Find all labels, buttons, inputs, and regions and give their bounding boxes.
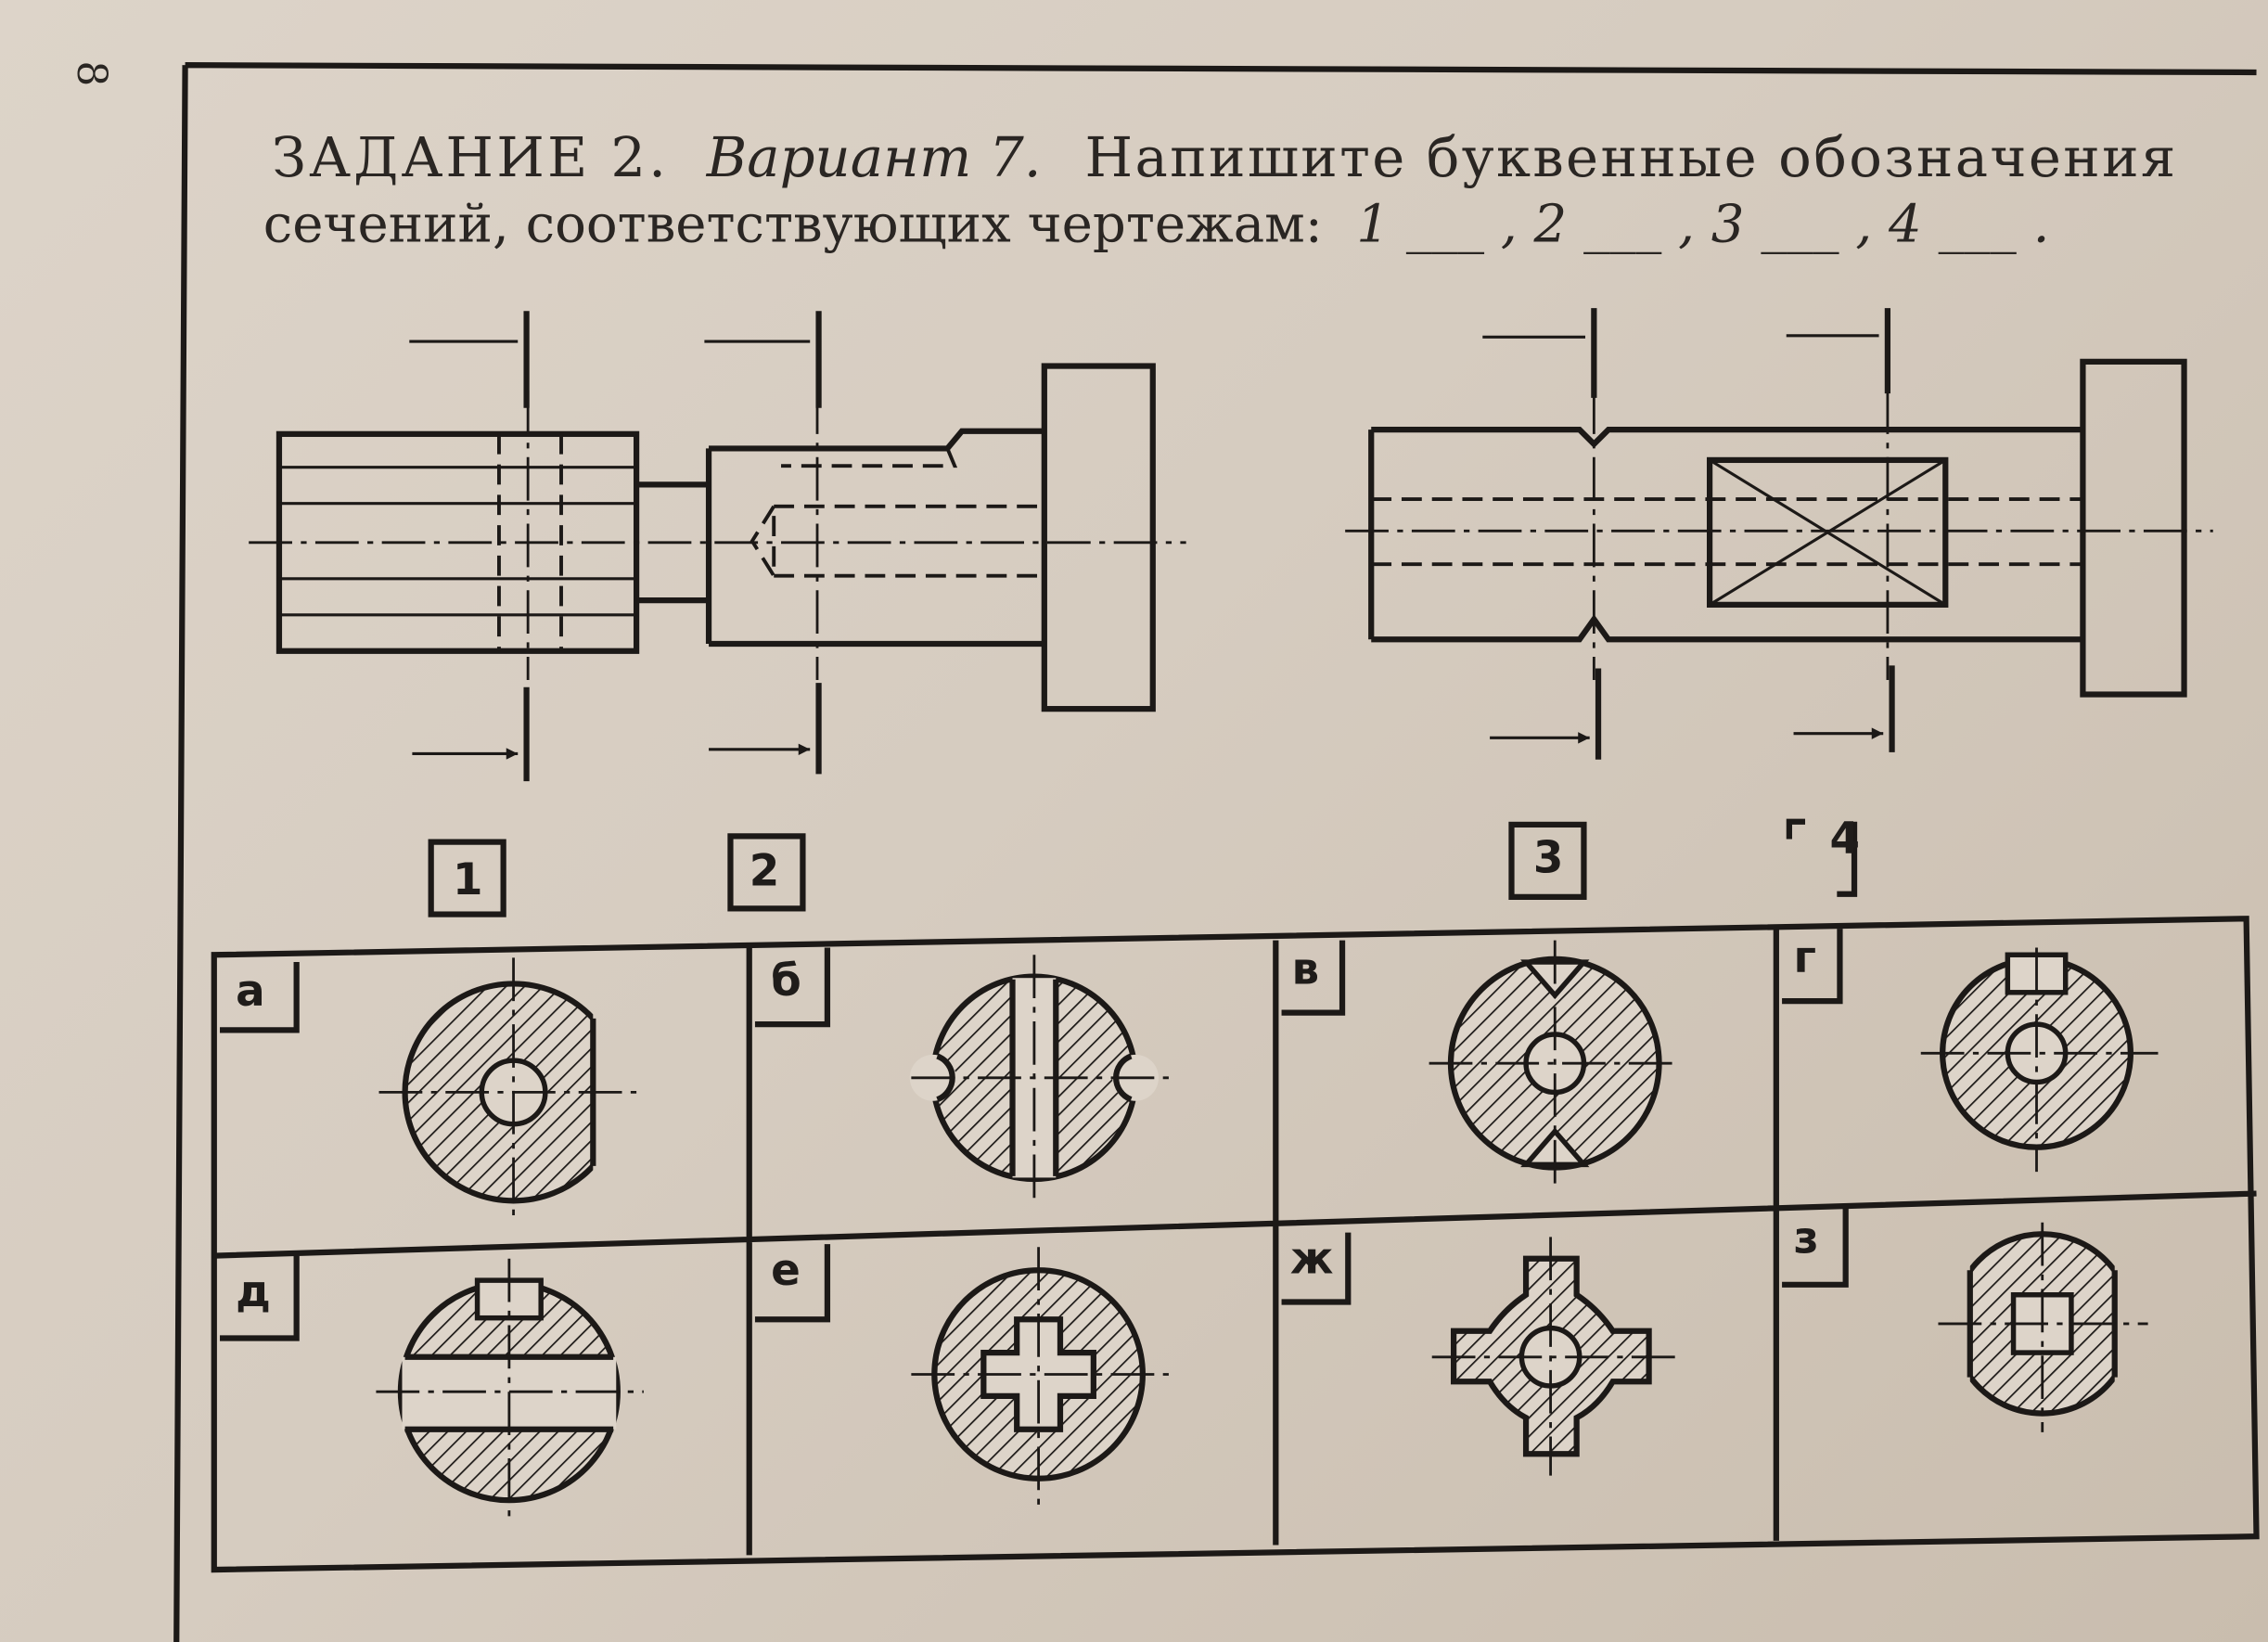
plane-label-3: 3 xyxy=(1508,821,1587,900)
svg-text:в: в xyxy=(1291,944,1319,994)
section-v-drawing xyxy=(1429,940,1678,1187)
cutting-plane-2 xyxy=(704,311,818,775)
svg-text:1: 1 xyxy=(453,855,483,905)
section-label-d: д xyxy=(220,1255,300,1341)
cutting-plane-3 xyxy=(1482,308,1598,760)
svg-text:а: а xyxy=(236,967,265,1017)
svg-text:б: б xyxy=(771,956,801,1007)
task-instruction-1: Напишите буквенные обозначения xyxy=(1085,125,2178,189)
section-a-drawing xyxy=(378,957,644,1223)
task-text-line1: ЗАДАНИЕ 2. Вариант 7. Напишите буквенные… xyxy=(272,125,2177,189)
section-label-a: а xyxy=(220,962,300,1033)
section-e-drawing xyxy=(911,1247,1169,1505)
page-frame xyxy=(173,62,2257,1642)
plane-label-1: 1 xyxy=(428,839,506,917)
cutting-plane-1 xyxy=(409,311,526,782)
section-label-v: в xyxy=(1281,940,1346,1016)
answer-blanks: 1 ___ , 2 ___ , 3 ___ , 4 ___ . xyxy=(1356,194,2049,254)
plane-label-2: 2 xyxy=(727,833,806,912)
svg-text:ж: ж xyxy=(1290,1234,1334,1284)
section-label-g: г xyxy=(1782,929,1843,1005)
section-label-b: б xyxy=(754,947,831,1028)
sections-grid xyxy=(211,916,2260,1573)
section-z-drawing xyxy=(1938,1222,2148,1432)
task-heading: ЗАДАНИЕ 2. xyxy=(272,125,669,189)
section-zh-drawing xyxy=(1431,1237,1678,1476)
page-number: 8 xyxy=(68,60,115,86)
section-label-z: з xyxy=(1782,1208,1849,1288)
cutting-plane-4 xyxy=(1786,308,1892,752)
shaft-drawing-right xyxy=(1345,358,2213,698)
plane-label-4: 4 xyxy=(1786,815,1861,897)
svg-text:д: д xyxy=(236,1267,271,1317)
svg-text:3: 3 xyxy=(1533,833,1564,883)
task-instruction-2: сечений, соответствующих чертежам: xyxy=(263,194,1323,254)
svg-text:з: з xyxy=(1794,1214,1819,1264)
section-d-drawing xyxy=(376,1258,644,1520)
task-variant: Вариант 7. xyxy=(706,125,1042,189)
shaft-drawing-left xyxy=(249,363,1186,712)
task-text-line2: сечений, соответствующих чертежам: 1 ___… xyxy=(263,194,2050,254)
section-g-drawing xyxy=(1920,947,2159,1173)
svg-text:4: 4 xyxy=(1830,815,1861,865)
svg-text:г: г xyxy=(1794,933,1816,983)
svg-text:е: е xyxy=(771,1246,801,1296)
section-label-e: е xyxy=(754,1244,831,1323)
section-b-drawing xyxy=(909,955,1172,1201)
section-label-zh: ж xyxy=(1281,1232,1352,1305)
svg-text:2: 2 xyxy=(750,846,780,896)
